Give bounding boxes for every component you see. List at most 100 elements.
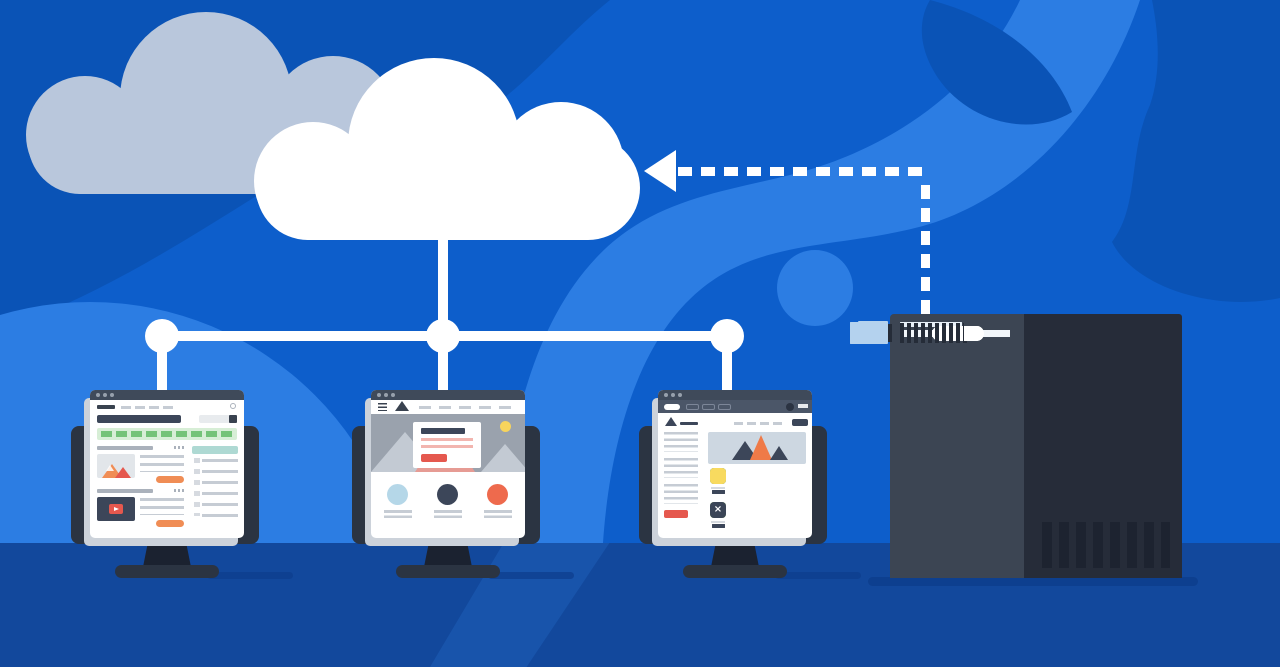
browser-window-appstore: ×× ✓××: [658, 390, 812, 538]
browser-titlebar: [371, 390, 525, 400]
article-thumbnail-video: [97, 497, 135, 521]
browser-titlebar: [90, 390, 244, 400]
section-heading-bar: [97, 446, 153, 450]
browser-titlebar: [658, 390, 812, 400]
card-heading-bar: [421, 428, 465, 434]
monitor-stand-neck: [143, 543, 191, 567]
sidebar-list-lines: [202, 459, 238, 517]
light-dot-circle: [777, 250, 853, 326]
blob-light-swirl: [497, 0, 1140, 560]
app-icon-row: ××: [708, 468, 806, 498]
feature-circle-orange: [487, 484, 508, 505]
server-rack: [850, 314, 1182, 578]
monitor-floor-shadow: [775, 572, 861, 579]
more-dots-icon: [174, 489, 184, 492]
window-dots-icon: [377, 393, 381, 397]
network-node-3: [710, 319, 744, 353]
cloud-icon: [252, 58, 652, 243]
arrow-head-icon: [644, 150, 676, 192]
mountain-shape: [770, 446, 788, 460]
dark-banner-bar: [97, 415, 181, 423]
toolbar-segment: [718, 404, 731, 410]
feature-text-lines: [384, 510, 412, 518]
app-icon-grid: ×× ✓××: [708, 468, 806, 534]
mountain-logo-icon: [665, 417, 677, 426]
browser-window-landing: [371, 390, 525, 538]
link-to-monitor-3: [722, 336, 732, 398]
sidebar-text-group: [664, 458, 698, 478]
server-rack-units: [850, 314, 1024, 578]
monitor-stand-base: [683, 565, 787, 578]
card-text-lines: [421, 438, 473, 451]
dashed-arrow-vertical: [921, 176, 930, 316]
link-cloud-to-hub: [438, 228, 448, 336]
mountain-shape-orange: [750, 435, 772, 460]
sun-icon: [500, 421, 511, 432]
app-caption-line: [711, 487, 725, 489]
monitor-floor-shadow: [488, 572, 574, 579]
sidebar-text-group: [664, 432, 698, 452]
link-to-monitor-1: [157, 336, 167, 398]
logo-text-bar: [680, 422, 698, 425]
article-text-lines: [140, 498, 184, 515]
section-heading-bar: [97, 489, 153, 493]
window-dots-icon: [96, 393, 100, 397]
monitor-3-appstore: ×× ✓××: [625, 390, 861, 590]
blob-dark-top-right-a: [921, 0, 1072, 125]
app-label-bar: [711, 524, 725, 528]
more-dots-icon: [174, 446, 184, 449]
cta-button: [421, 454, 447, 462]
toolbar-segment: [686, 404, 699, 410]
app-cell: ×: [708, 502, 728, 532]
network-node-2: [426, 319, 460, 353]
monitor-stand-neck: [711, 543, 759, 567]
server-side-vents: [1042, 522, 1170, 568]
app-label-bar: [711, 490, 725, 494]
app-cell: [708, 468, 728, 498]
feature-circle-blue: [387, 484, 408, 505]
sidebar-header-bar: [192, 446, 238, 454]
hero-card: [413, 422, 481, 468]
hamburger-icon: [378, 403, 387, 411]
site-logo: [97, 405, 115, 409]
browser-window-news: [90, 390, 244, 538]
app-caption-line: [711, 521, 725, 523]
monitor-stand-base: [115, 565, 219, 578]
sidebar-text-group: [664, 484, 698, 504]
link-to-monitor-2: [438, 336, 448, 398]
read-more-button: [156, 520, 184, 527]
cloud-shadow: [24, 12, 424, 197]
app-icon: ×: [710, 502, 726, 518]
monitor-stand-base: [396, 565, 500, 578]
mountain-shape: [481, 444, 525, 472]
article-text-lines: [140, 455, 184, 472]
feature-text-lines: [434, 510, 462, 518]
article-thumbnail-mountains: [97, 454, 135, 478]
feature-circle-navy: [437, 484, 458, 505]
toolbar-mini-bar: [798, 404, 808, 408]
nav-dark-button: [792, 419, 808, 426]
nav-links: [419, 406, 517, 409]
search-icon: [230, 403, 236, 409]
window-dots-icon: [664, 393, 668, 397]
sidebar-red-button: [664, 510, 688, 518]
search-input: [199, 415, 237, 423]
nav-links: [121, 406, 177, 409]
monitor-stand-neck: [424, 543, 472, 567]
features-row: [371, 480, 525, 526]
hero-section: [371, 414, 525, 472]
sidebar-checkboxes: [194, 458, 200, 516]
monitor-1-news: [57, 390, 293, 590]
read-more-button: [156, 476, 184, 483]
mountain-logo-icon: [395, 401, 409, 411]
dashed-arrow-horizontal: [678, 167, 928, 176]
green-menu-bar: [97, 428, 237, 440]
feature-text-lines: [484, 510, 512, 518]
banner-mountains: [708, 432, 806, 464]
app-icon-row: ✓××: [708, 502, 806, 532]
server-side-panel: [1024, 314, 1182, 578]
sidebar: [664, 432, 702, 532]
avatar-icon: [786, 402, 794, 411]
blob-dark-top-right-b: [1112, 0, 1280, 302]
